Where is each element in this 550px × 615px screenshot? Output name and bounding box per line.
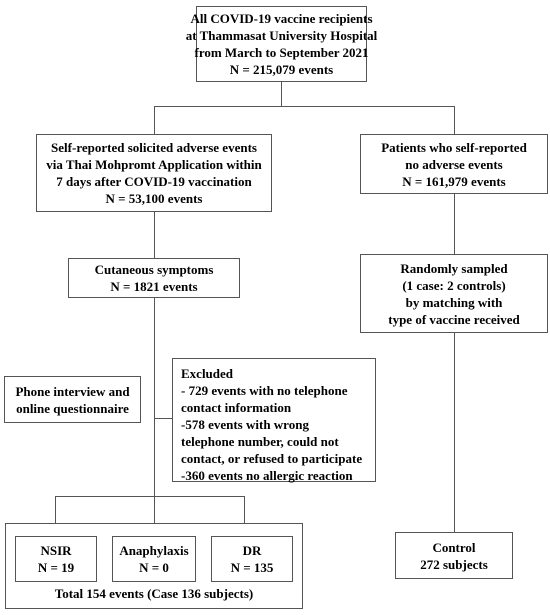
dr-box: DR N = 135 [211,536,293,582]
excluded-item-1-line-2: contact information [181,400,292,415]
all-recipients-box: All COVID-19 vaccine recipients at Thamm… [186,6,377,82]
connector-reported-to-cutaneous [154,212,155,258]
no-adverse-events-box: Patients who self-reported no adverse ev… [360,134,548,194]
excluded-title: Excluded [181,366,234,381]
connector-sampled-to-control [454,333,455,532]
phone-line-1: Phone interview and [15,383,130,399]
dr-label: DR [242,543,262,558]
nsir-label: NSIR [40,543,72,558]
dr-count: N = 135 [230,560,274,575]
cutaneous-label: Cutaneous symptoms [94,262,214,277]
sampled-line-2: (1 case: 2 controls) [402,277,506,293]
connector-to-no-adverse [454,106,455,134]
connector-to-dr [244,496,245,536]
self-reported-count: N = 53,100 events [105,191,203,206]
sampled-line-1: Randomly sampled [400,260,508,276]
phone-interview-box: Phone interview and online questionnaire [4,376,141,423]
no-adverse-line-2: no adverse events [405,156,503,172]
case-total: Total 154 events (Case 136 subjects) [54,586,254,601]
self-reported-line-3: 7 days after COVID-19 vaccination [56,174,252,189]
connector-to-excluded [154,418,172,419]
phone-line-2: online questionnaire [16,400,129,416]
no-adverse-count: N = 161,979 events [402,173,506,189]
connector-top-split [154,106,455,107]
connector-bottom-split [55,496,244,497]
sampled-line-3: by matching with [405,294,503,310]
connector-to-anaphylaxis [154,496,155,536]
connector-top-down [281,82,282,106]
excluded-item-2-line-3: contact, or refused to participate [181,451,363,466]
anaphylaxis-box: Anaphylaxis N = 0 [112,536,196,582]
connector-to-nsir [55,496,56,536]
connector-cutaneous-down [154,298,155,496]
cutaneous-symptoms-box: Cutaneous symptoms N = 1821 events [68,258,240,298]
excluded-item-3: -360 events no allergic reaction [181,468,353,483]
excluded-item-2-line-1: -578 events with wrong [181,417,309,432]
excluded-item-2-line-2: telephone number, could not [181,434,339,449]
excluded-box: Excluded - 729 events with no telephone … [172,358,376,483]
control-count: 272 subjects [420,556,488,572]
all-recipients-count: N = 215,079 events [229,62,334,77]
cutaneous-count: N = 1821 events [110,279,198,294]
no-adverse-line-1: Patients who self-reported [381,139,527,155]
anaphylaxis-count: N = 0 [139,560,169,575]
self-reported-adverse-box: Self-reported solicited adverse events v… [36,134,272,212]
nsir-box: NSIR N = 19 [15,536,97,582]
connector-to-reported [154,106,155,134]
excluded-item-1-line-1: - 729 events with no telephone [181,383,348,398]
all-recipients-line-1: All COVID-19 vaccine recipients [190,11,373,26]
control-label: Control [432,539,476,555]
anaphylaxis-label: Anaphylaxis [119,543,189,558]
self-reported-line-2: via Thai Mohpromt Application within [46,157,262,172]
control-box: Control 272 subjects [395,532,513,579]
sampled-line-4: type of vaccine received [388,311,520,327]
self-reported-line-1: Self-reported solicited adverse events [51,140,257,155]
all-recipients-line-2: at Thammasat University Hospital [185,28,378,43]
randomly-sampled-box: Randomly sampled (1 case: 2 controls) by… [360,254,548,333]
connector-no-adverse-to-sampled [454,194,455,254]
nsir-count: N = 19 [37,560,75,575]
all-recipients-line-3: from March to September 2021 [194,45,369,60]
